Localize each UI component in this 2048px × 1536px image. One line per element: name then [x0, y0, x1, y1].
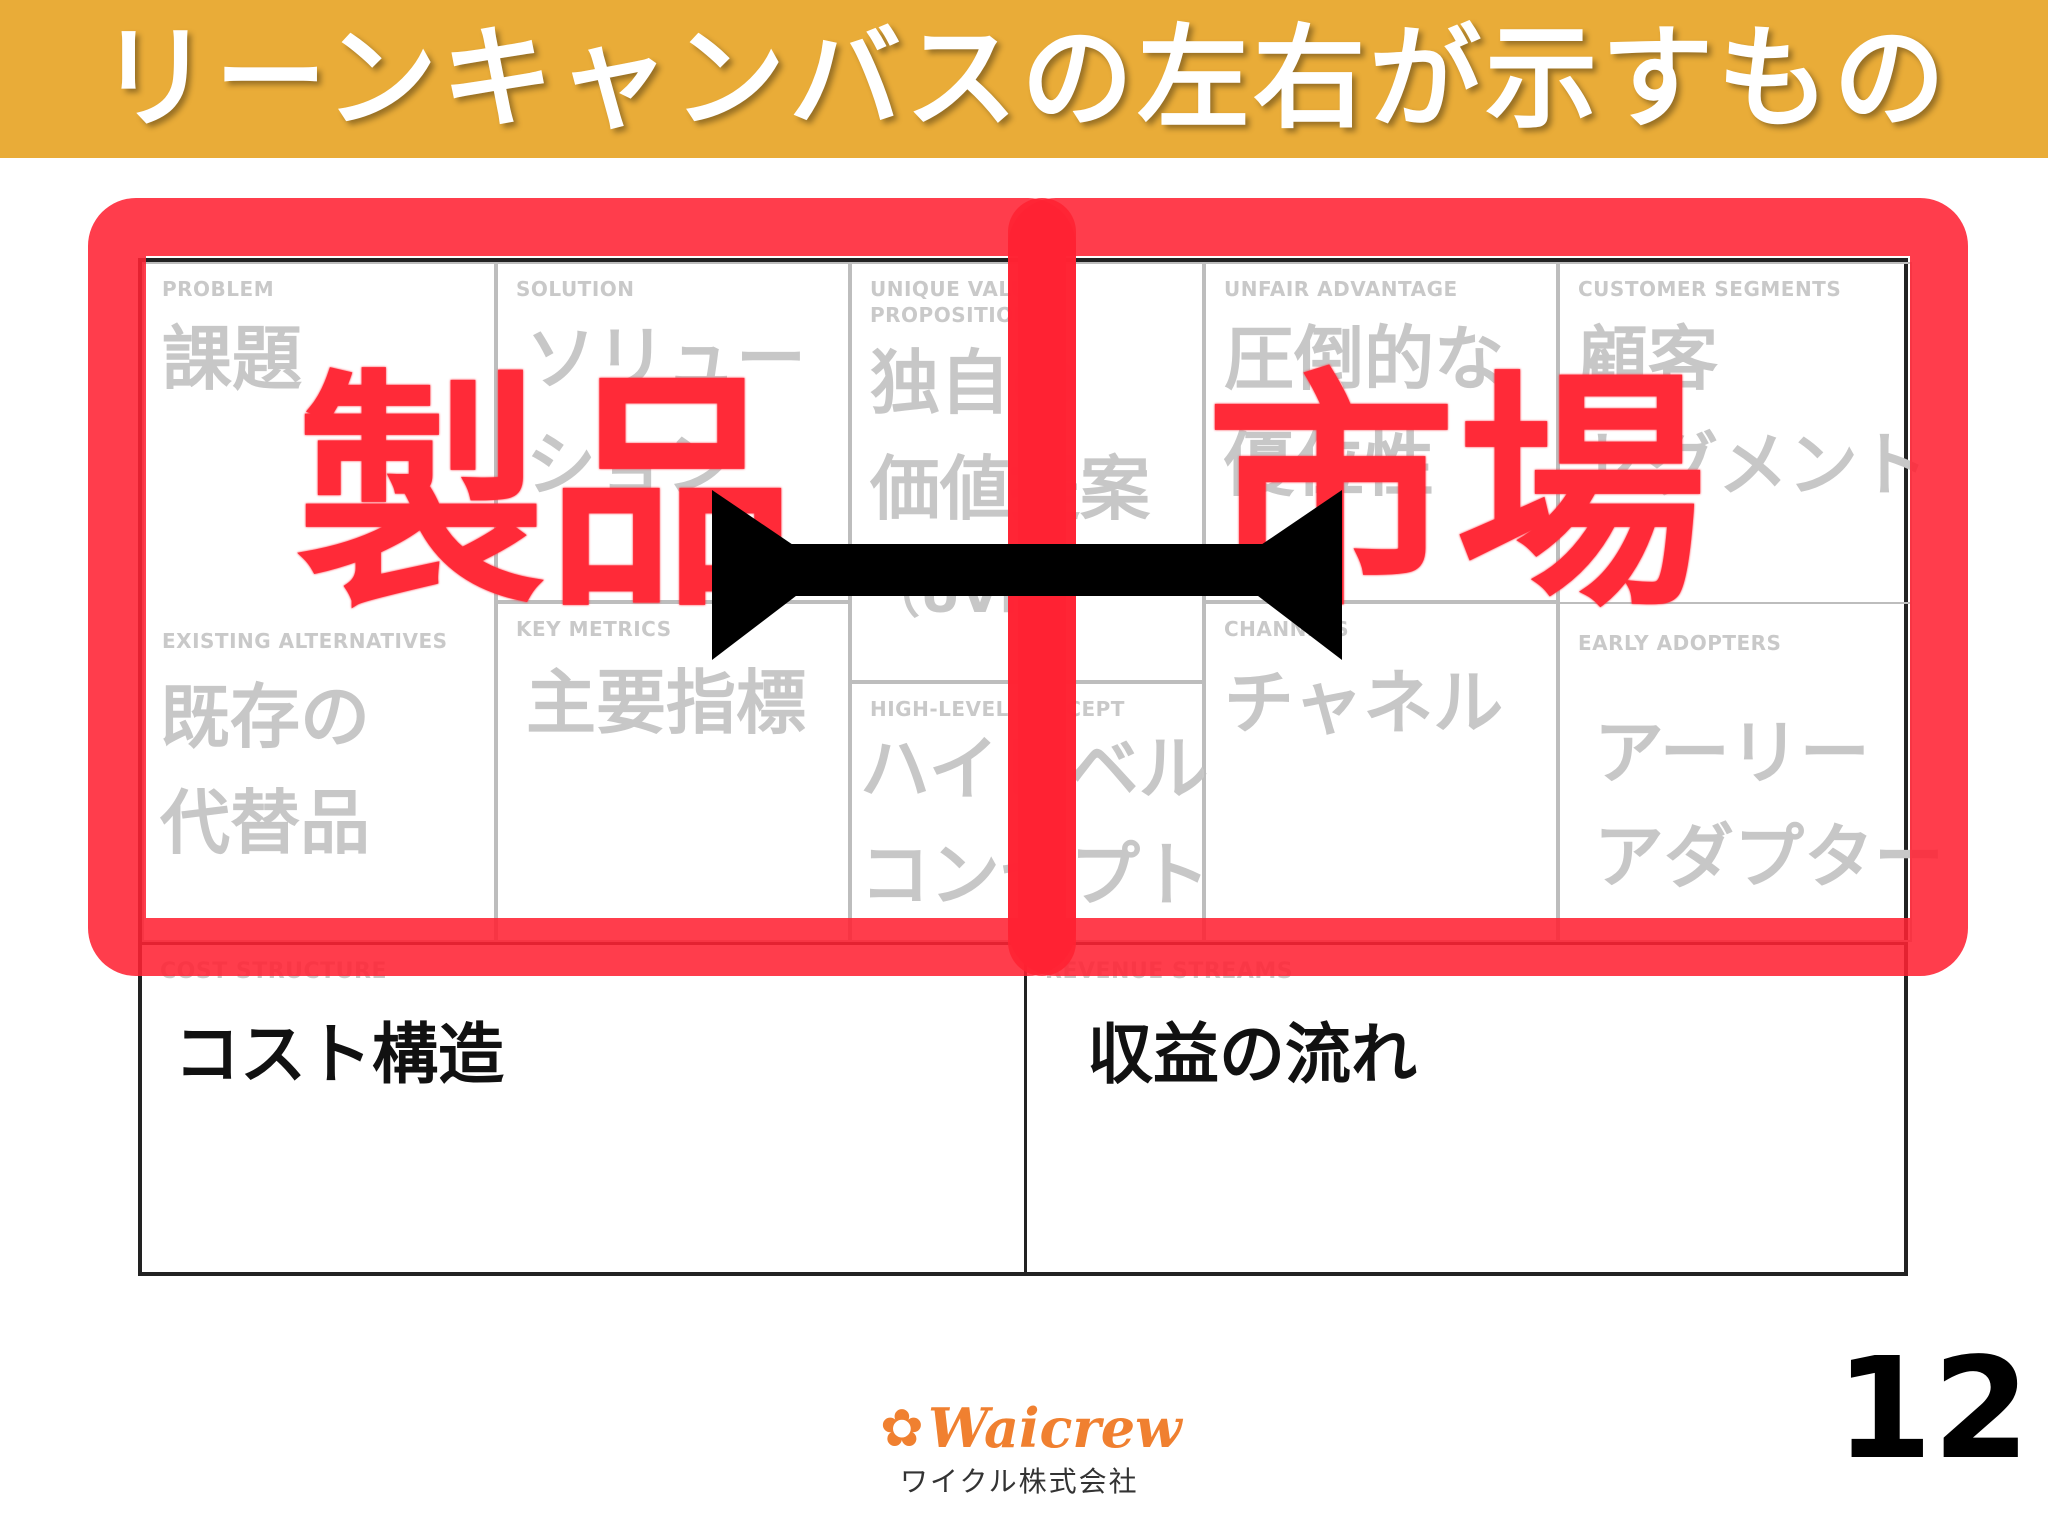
page-title: リーンキャンバスの左右が示すもの [98, 14, 1950, 144]
cell-label: UNFAIR ADVANTAGE [1224, 277, 1458, 301]
cell-label: CUSTOMER SEGMENTS [1578, 277, 1842, 301]
cell-jp-text: 既存の [160, 676, 370, 758]
cell-jp-text: 圧倒的な [1224, 318, 1504, 400]
cell-label: EXISTING ALTERNATIVES [162, 629, 448, 653]
cell-label: SOLUTION [516, 277, 635, 301]
cell-jp-text: 課題 [162, 318, 302, 400]
cell-unfair-advantage: UNFAIR ADVANTAGE 圧倒的な 優位性 [1204, 262, 1558, 602]
cell-jp-text: アダプター [1594, 816, 1944, 898]
cell-jp-text: 主要指標 [526, 662, 806, 744]
cell-jp-text: ソリュー [526, 318, 806, 400]
logo-subtitle: ワイクル株式会社 [900, 1465, 1139, 1498]
cell-existing-alternatives: EXISTING ALTERNATIVES 既存の 代替品 [142, 602, 496, 942]
cell-jp-text: コスト構造 [174, 1016, 504, 1093]
cell-jp-text: 顧客 [1578, 318, 1718, 400]
company-logo: ✿ Waicrew ワイクル株式会社 [880, 1396, 1182, 1498]
cell-solution: SOLUTION ソリュー ション [496, 262, 850, 602]
cell-key-metrics: KEY METRICS 主要指標 [496, 602, 850, 942]
cell-customer-segments: CUSTOMER SEGMENTS 顧客 セグメント [1558, 262, 1928, 942]
header-bar: リーンキャンバスの左右が示すもの [0, 0, 2048, 158]
cell-label: HIGH-LEVEL CONCEPT [870, 697, 1125, 721]
page-number: 12 [1835, 1328, 2030, 1491]
logo-name: Waicrew [928, 1396, 1182, 1460]
cell-label: EARLY ADOPTERS [1578, 631, 1782, 655]
cell-label: PROBLEM [162, 277, 275, 301]
cell-early-adopters: EARLY ADOPTERS アーリー アダプター [1558, 602, 1944, 942]
cell-label: KEY METRICS [516, 617, 672, 641]
logo-mark-icon: ✿ [880, 1399, 924, 1459]
cell-jp-text: 優位性 [1224, 424, 1434, 506]
cell-jp-text: 収益の流れ [1087, 1016, 1417, 1093]
cell-jp-text: アーリー [1594, 712, 1870, 794]
cell-jp-text: セグメント [1578, 424, 1928, 506]
cell-jp-text: チャネル [1224, 662, 1504, 744]
cell-jp-text: 代替品 [160, 782, 370, 864]
cell-jp-text: ション [526, 424, 736, 506]
lean-canvas: PROBLEM 課題 SOLUTION ソリュー ション UNIQUE VALU… [138, 258, 1944, 1276]
